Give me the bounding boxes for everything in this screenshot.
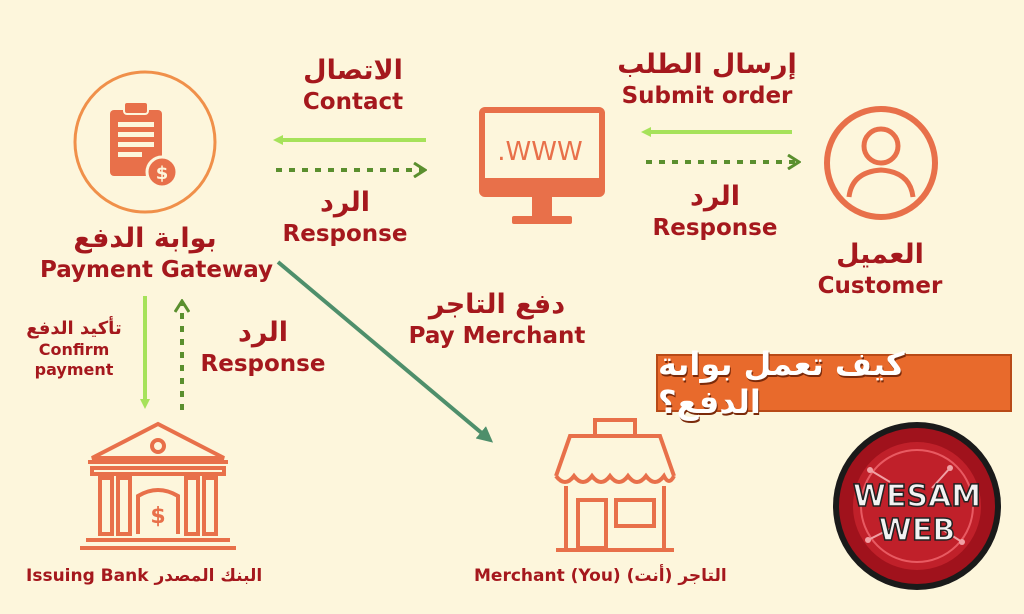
logo-line2: WEB xyxy=(879,513,955,548)
bank-label: Issuing Bank البنك المصدر xyxy=(26,566,263,586)
response-bank-en: Response xyxy=(200,351,326,377)
payment-gateway-icon: $ xyxy=(73,70,217,214)
gateway-label-ar: بوابة الدفع xyxy=(73,223,217,254)
contact-label: الاتصال Contact xyxy=(268,54,438,116)
website-monitor-icon xyxy=(479,107,605,224)
response-customer-en: Response xyxy=(652,215,778,241)
svg-text:$: $ xyxy=(156,163,169,184)
website-screen-text: .WWW xyxy=(497,137,582,167)
issuing-bank-icon xyxy=(80,421,236,550)
confirm-payment-label: تأكيد الدفع Confirm payment xyxy=(4,318,144,380)
response-bank-ar: الرد xyxy=(237,317,289,348)
customer-label-en: Customer xyxy=(817,273,943,299)
contact-label-en: Contact xyxy=(302,89,404,115)
confirm-payment-ar: تأكيد الدفع xyxy=(26,318,122,339)
pay-merchant-ar: دفع التاجر xyxy=(428,289,566,320)
gateway-label: بوابة الدفع Payment Gateway xyxy=(40,222,274,284)
diagram-title-box: كيف تعمل بوابة الدفع؟ xyxy=(656,345,1012,421)
pay-merchant-en: Pay Merchant xyxy=(408,323,586,349)
confirm-payment-en2: payment xyxy=(34,360,114,379)
submit-order-en: Submit order xyxy=(621,83,793,109)
pay-merchant-label: دفع التاجر Pay Merchant xyxy=(392,288,602,350)
response-top-en: Response xyxy=(282,221,408,247)
contact-label-ar: الاتصال xyxy=(303,55,403,86)
gateway-label-en: Payment Gateway xyxy=(40,257,274,283)
pay-merchant-arrow xyxy=(276,260,494,443)
confirm-payment-en1: Confirm xyxy=(38,340,110,359)
submit-order-label: إرسال الطلب Submit order xyxy=(612,48,802,110)
customer-label: العميل Customer xyxy=(800,238,960,300)
wesam-web-logo: WESAM WEB xyxy=(833,422,1001,590)
response-label-customer: الرد Response xyxy=(640,180,790,242)
bank-dollar-icon: $ xyxy=(150,504,165,529)
merchant-shop-icon xyxy=(554,418,676,552)
diagram-title: كيف تعمل بوابة الدفع؟ xyxy=(658,345,905,421)
customer-label-ar: العميل xyxy=(836,239,924,270)
response-label-bank: الرد Response xyxy=(188,316,338,378)
customer-avatar-icon xyxy=(824,106,938,220)
response-top-ar: الرد xyxy=(319,187,371,218)
merchant-label: Merchant (You) (أنت) التاجر xyxy=(474,566,727,586)
response-customer-ar: الرد xyxy=(689,181,741,212)
response-label-top: الرد Response xyxy=(270,186,420,248)
logo-line1: WESAM xyxy=(853,479,981,514)
submit-order-ar: إرسال الطلب xyxy=(617,49,797,80)
